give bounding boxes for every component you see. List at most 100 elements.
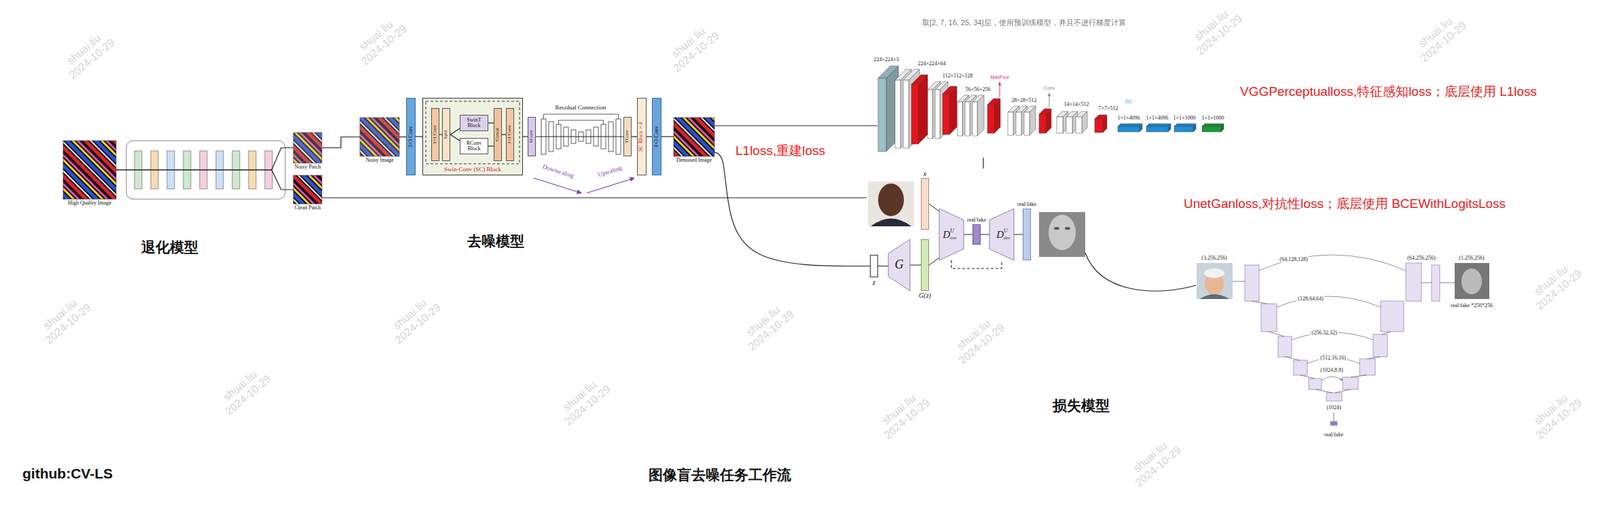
dimension-label: (3,256,256): [1201, 254, 1227, 261]
face-photo: [867, 181, 915, 227]
text-holder: Split: [442, 108, 450, 161]
connector: [488, 122, 494, 123]
connector-lines: [321, 125, 1196, 291]
text-holder: Concat: [494, 108, 502, 161]
node-text: D: [942, 228, 951, 241]
dimension-label: 7×7×512: [1098, 105, 1118, 112]
figure-caption: 图像盲去噪任务工作流: [648, 466, 792, 483]
dimension-label: real/fake: [1324, 431, 1344, 438]
layer-slab: [1139, 123, 1143, 132]
connector-lines: [982, 157, 984, 169]
image-patches: [293, 132, 322, 163]
unet-discriminator: [1359, 358, 1376, 375]
dimension-label: (1024): [1326, 404, 1341, 411]
layer-slab: [1045, 108, 1052, 134]
connector: [450, 134, 460, 141]
unet-discriminator: [1326, 392, 1342, 401]
layer-slab: [1202, 123, 1224, 132]
watermark: shuai.liu 2024-10-29: [347, 10, 413, 72]
unet-discriminator: [1380, 300, 1404, 332]
watermark: shuai.liu 2024-10-29: [211, 359, 278, 422]
layer-slab: [987, 104, 995, 134]
unet-bars: [541, 114, 621, 155]
dimension-label: (256,32,32): [1310, 329, 1338, 336]
face-photo: [878, 183, 904, 216]
layer-slab: [977, 95, 985, 136]
connector: [321, 137, 360, 149]
sc-block-frame: [422, 97, 523, 176]
loss-note: VGGPerceptualloss,特征感知loss；底层使用 L1loss: [1240, 84, 1537, 100]
layer-slab: [1029, 105, 1036, 136]
global-output: real/fake: [972, 224, 981, 245]
connector: [929, 203, 940, 212]
layer-slab: [1146, 123, 1171, 127]
layer-slab: [1007, 112, 1014, 136]
layer-type-label: MaxPool: [990, 74, 1009, 81]
real-sample: x: [920, 177, 930, 230]
text-holder: 1×1 Conv: [506, 108, 514, 161]
layer-slab: [1174, 123, 1196, 127]
layer-slab: [927, 81, 941, 139]
unet-discriminator: [1405, 262, 1422, 301]
generated-face: [1039, 211, 1086, 257]
node-text: High Quality Image: [67, 200, 112, 207]
dimension-label: (1024,8,8): [1320, 366, 1343, 373]
text-holder: TConv: [624, 117, 631, 156]
unet-input-photo: [1196, 262, 1233, 299]
watermark: shuai.liu 2024-10-29: [659, 16, 726, 79]
unet-discriminator: [1244, 264, 1260, 301]
conv-layer: 3×3 Conv: [651, 97, 662, 176]
layer-slab: [1039, 108, 1052, 134]
decoder: DUdec: [989, 208, 1014, 261]
layer-slab: [918, 74, 928, 144]
generator: G: [888, 239, 911, 291]
layer-slab: [1202, 126, 1222, 132]
image-patches: [63, 140, 117, 199]
layer-slab: [1081, 111, 1088, 134]
watermark: shuai.liu 2024-10-29: [944, 308, 1011, 371]
dimension-label: 1×1×1000: [1172, 114, 1196, 121]
watermark: shuai.liu 2024-10-29: [55, 23, 121, 85]
layer-slab: [911, 74, 928, 144]
unet-discriminator: [1278, 336, 1292, 357]
script-stack: Udec: [1003, 228, 1011, 241]
node-text: TConv: [624, 129, 631, 143]
pixel-output: real/fake: [1022, 208, 1031, 261]
image-patches: [63, 117, 715, 204]
node-text: Swin-Conv (SC) Block: [444, 166, 502, 174]
layer-slab: [972, 101, 978, 136]
connector: [488, 145, 494, 147]
dimension-label: 1×1×4096: [1145, 114, 1169, 121]
node-text: U: [1003, 228, 1011, 234]
layer-slab: [1221, 123, 1224, 132]
scale-arrows: [586, 177, 635, 193]
watermark: shuai.liu 2024-10-29: [31, 288, 98, 350]
node-text: real/fake: [967, 217, 987, 224]
text-holder: G: [888, 239, 911, 291]
layer-slab: [1056, 116, 1063, 134]
trapezoid-shape: [989, 208, 1014, 261]
image-patches: [359, 117, 400, 157]
node-text: Denoised Image: [676, 157, 712, 164]
unet-bars: [543, 114, 619, 125]
layer-arrows: [999, 82, 1001, 98]
layer-slab: [895, 80, 901, 149]
connector: [714, 152, 870, 267]
connector: [116, 169, 294, 190]
watermark: shuai.liu 2024-10-29: [550, 370, 617, 432]
conv-layer: 1×1 Conv: [505, 107, 515, 161]
node-text: D: [996, 228, 1004, 241]
layer-slab: [1039, 114, 1046, 134]
text-holder: 3×3 Conv: [652, 98, 661, 175]
watermark: shuai.liu 2024-10-29: [1182, 0, 1249, 62]
layer-slab: [1174, 123, 1196, 132]
connector-lines: [321, 196, 867, 198]
text-holder: 1×1 Conv: [431, 108, 439, 161]
node-text: SC Block × 4: [639, 121, 646, 151]
watermark: shuai.liu 2024-10-29: [1406, 6, 1473, 68]
connector: [450, 128, 460, 135]
scale-arrows: [533, 177, 582, 193]
layer-slab: [957, 101, 963, 136]
unet-discriminator: [1330, 421, 1338, 426]
